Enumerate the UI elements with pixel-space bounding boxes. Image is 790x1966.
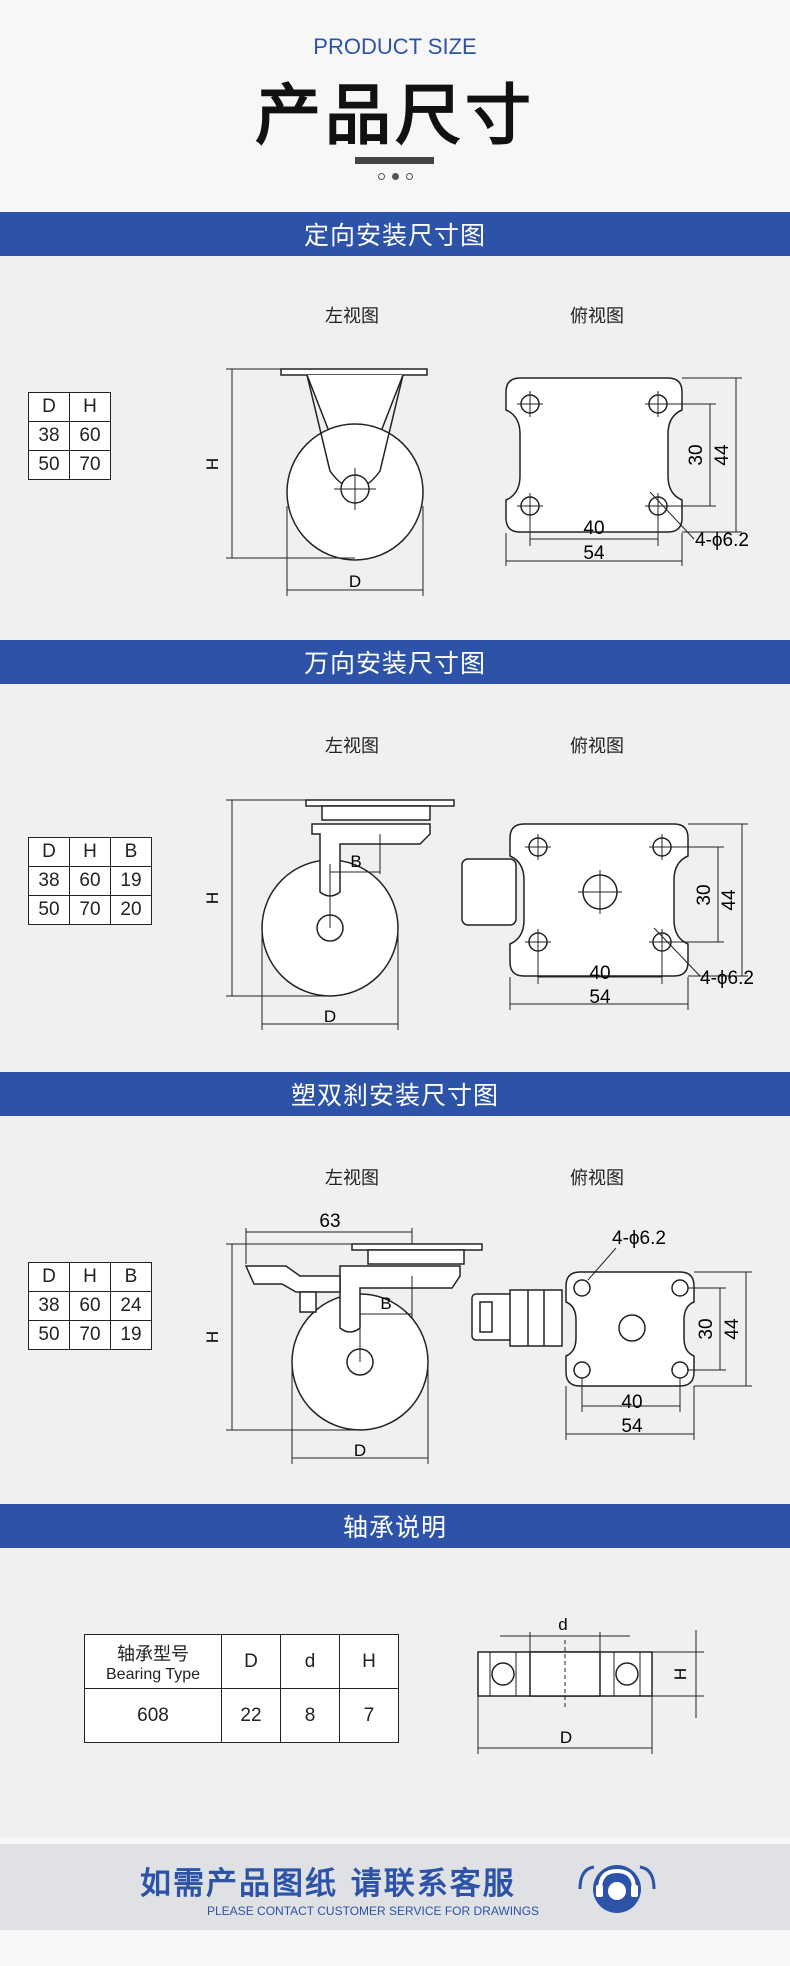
table-cell: 60 xyxy=(69,421,111,451)
dim-hole: 4-ϕ6.2 xyxy=(695,530,749,551)
left-view-label: 左视图 xyxy=(325,1168,379,1189)
title-underline xyxy=(355,157,434,164)
swivel-caster-drawing: H D B 40 54 30 44 4-ϕ6.2 xyxy=(203,799,754,1030)
dim-h: H xyxy=(203,458,222,470)
bearing-type-header-en: Bearing Type xyxy=(106,1665,200,1683)
dim-w1: 40 xyxy=(621,1392,642,1413)
dim-hole: 4-ϕ6.2 xyxy=(700,968,754,989)
table-header: d xyxy=(280,1634,340,1689)
table-header: D xyxy=(28,392,70,422)
table-cell: 8 xyxy=(280,1688,340,1743)
top-view-label: 俯视图 xyxy=(570,736,624,757)
section-bearing: 轴承型号 Bearing Type D d H 608 22 8 7 xyxy=(0,1548,790,1838)
title-dots xyxy=(378,173,418,181)
footer-contact-cn: 如需产品图纸 请联系客服 xyxy=(140,1866,516,1902)
table-cell: 19 xyxy=(110,866,152,896)
dim-d: D xyxy=(354,1441,366,1460)
top-view-label: 俯视图 xyxy=(570,1168,624,1189)
table-cell: 22 xyxy=(221,1688,281,1743)
table-header: D xyxy=(28,1262,70,1292)
header-subtitle: PRODUCT SIZE xyxy=(313,34,477,59)
section-band-bearing: 轴承说明 xyxy=(0,1504,790,1548)
table-cell: 38 xyxy=(28,1291,70,1321)
table-cell: 608 xyxy=(84,1688,222,1743)
dim-b: B xyxy=(380,1294,391,1313)
table-cell: 50 xyxy=(28,1320,70,1350)
fixed-caster-drawing: H D 40 54 30 44 4-ϕ6.2 xyxy=(203,368,749,596)
table-cell: 70 xyxy=(69,895,111,925)
dim-v1: 30 xyxy=(696,1318,717,1339)
dim-d: D xyxy=(349,572,361,591)
table-header: H xyxy=(69,1262,111,1292)
dim-d-small: d xyxy=(558,1615,567,1634)
footer: 如需产品图纸 请联系客服 PLEASE CONTACT CUSTOMER SER… xyxy=(0,1838,790,1966)
table-cell: 60 xyxy=(69,1291,111,1321)
page-header: PRODUCT SIZE 产品尺寸 xyxy=(0,0,790,212)
page-title: 产品尺寸 xyxy=(255,77,535,154)
table-cell: 70 xyxy=(69,450,111,480)
section-band-fixed: 定向安装尺寸图 xyxy=(0,212,790,256)
left-view-label: 左视图 xyxy=(325,736,379,757)
dim-w2: 54 xyxy=(621,1416,643,1437)
table-header: H xyxy=(339,1634,399,1689)
table-cell: 20 xyxy=(110,895,152,925)
table-cell: 38 xyxy=(28,421,70,451)
section-band-swivel: 万向安装尺寸图 xyxy=(0,640,790,684)
dim-v1: 30 xyxy=(694,884,715,905)
table-cell: 7 xyxy=(339,1688,399,1743)
table-cell: 19 xyxy=(110,1320,152,1350)
customer-service-icon[interactable] xyxy=(578,1859,656,1915)
table-cell: 50 xyxy=(28,450,70,480)
table-header: H xyxy=(69,837,111,867)
dim-w2: 54 xyxy=(589,987,611,1008)
dim-h: H xyxy=(203,892,222,904)
table-header: D xyxy=(28,837,70,867)
footer-band xyxy=(0,1844,790,1930)
table-header: D xyxy=(221,1634,281,1689)
dim-v2: 44 xyxy=(719,889,740,911)
dim-h: H xyxy=(203,1331,222,1343)
bearing-type-header-cn: 轴承型号 xyxy=(117,1643,189,1664)
dim-h: H xyxy=(671,1668,690,1680)
dim-d-big: D xyxy=(560,1728,572,1747)
dim-hole: 4-ϕ6.2 xyxy=(612,1228,666,1249)
dim-w1: 40 xyxy=(589,963,610,984)
section-band-brake: 塑双刹安装尺寸图 xyxy=(0,1072,790,1116)
left-view-label: 左视图 xyxy=(325,306,379,327)
top-view-label: 俯视图 xyxy=(570,306,624,327)
dim-w2: 54 xyxy=(583,543,605,564)
footer-contact-en: PLEASE CONTACT CUSTOMER SERVICE FOR DRAW… xyxy=(207,1904,540,1918)
dim-d: D xyxy=(324,1007,336,1026)
dim-b: B xyxy=(350,852,361,871)
table-header: B xyxy=(110,837,152,867)
table-header: H xyxy=(69,392,111,422)
dim-v1: 30 xyxy=(686,444,707,465)
dim-len: 63 xyxy=(319,1211,340,1232)
table-header: B xyxy=(110,1262,152,1292)
dim-v2: 44 xyxy=(712,444,733,466)
table-cell: 50 xyxy=(28,895,70,925)
brake-caster-drawing: H D B 63 40 54 30 44 4-ϕ6.2 xyxy=(203,1211,752,1464)
bearing-table: 轴承型号 Bearing Type D d H 608 22 8 7 xyxy=(84,1634,399,1743)
dim-v2: 44 xyxy=(722,1318,743,1340)
table-cell: 24 xyxy=(110,1291,152,1321)
bearing-drawing: d D H xyxy=(477,1615,704,1754)
dim-w1: 40 xyxy=(583,518,604,539)
